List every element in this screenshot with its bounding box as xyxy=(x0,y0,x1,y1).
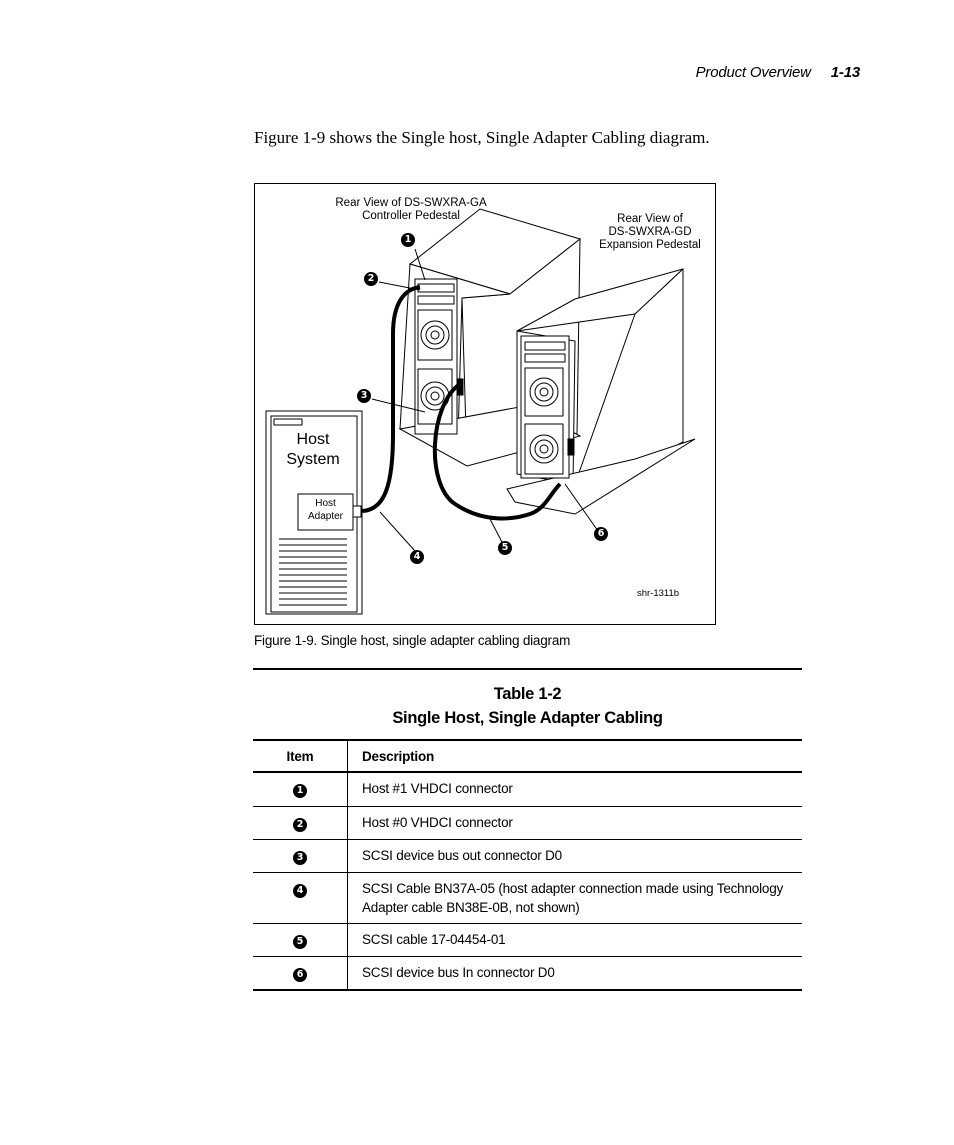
description-cell: SCSI device bus out connector D0 xyxy=(362,847,562,863)
item-cell: 2 xyxy=(253,806,348,839)
item-number-badge: 1 xyxy=(293,784,307,798)
item-number-badge: 4 xyxy=(293,883,307,898)
description-cell: SCSI Cable BN37A-05 (host adapter connec… xyxy=(362,880,784,915)
table-row: 2 Host #0 VHDCI connector xyxy=(253,806,802,839)
table-row: 5 SCSI cable 17-04454-01 xyxy=(253,923,802,956)
callout-5: 5 xyxy=(498,541,512,555)
intro-paragraph: Figure 1-9 shows the Single host, Single… xyxy=(254,128,710,147)
cabling-diagram: Rear View of DS-SWXRA-GA Controller Pede… xyxy=(254,183,716,625)
expansion-pedestal-label: Rear View of DS-SWXRA-GD Expansion Pedes… xyxy=(599,213,701,251)
header-page-number: 1-13 xyxy=(830,64,860,81)
table-header-row: Item Description xyxy=(253,740,802,772)
cabling-table: Item Description 1 Host #1 VHDCI connect… xyxy=(253,739,802,991)
callout-6: 6 xyxy=(594,527,608,541)
description-cell: Host #1 VHDCI connector xyxy=(362,781,513,796)
table-row: 3 SCSI device bus out connector D0 xyxy=(253,839,802,872)
item-cell: 1 xyxy=(253,772,348,806)
host-adapter-label: Host Adapter xyxy=(307,498,344,522)
description-cell: SCSI cable 17-04454-01 xyxy=(362,931,506,947)
table-row: 6 SCSI device bus In connector D0 xyxy=(253,956,802,990)
item-cell: 4 xyxy=(253,872,348,923)
item-number-badge: 6 xyxy=(293,967,307,982)
item-number-badge: 3 xyxy=(293,850,307,865)
item-cell: 5 xyxy=(253,923,348,956)
item-cell: 6 xyxy=(253,956,348,990)
item-number-badge: 2 xyxy=(293,817,307,832)
table-row: 1 Host #1 VHDCI connector xyxy=(253,772,802,806)
table-top-rule xyxy=(253,668,802,670)
item-number-badge: 5 xyxy=(293,934,307,949)
header-section-title: Product Overview xyxy=(695,64,811,81)
callout-2: 2 xyxy=(364,272,378,286)
description-cell: Host #0 VHDCI connector xyxy=(362,814,513,830)
callout-3: 3 xyxy=(357,389,371,403)
controller-pedestal-label: Rear View of DS-SWXRA-GA Controller Pede… xyxy=(335,197,487,222)
figure-caption: Figure 1-9. Single host, single adapter … xyxy=(254,633,571,648)
callout-4: 4 xyxy=(410,550,424,564)
table-row: 4 SCSI Cable BN37A-05 (host adapter conn… xyxy=(253,872,802,923)
column-header-item: Item xyxy=(253,740,348,772)
table-number: Table 1-2 xyxy=(493,685,562,703)
callout-1: 1 xyxy=(401,233,415,247)
running-header: Product Overview 1-13 xyxy=(695,64,861,81)
description-cell: SCSI device bus In connector D0 xyxy=(362,964,555,980)
item-cell: 3 xyxy=(253,839,348,872)
host-system-label: Host System xyxy=(286,431,340,468)
cabling-diagram-art xyxy=(265,208,696,615)
column-header-description: Description xyxy=(362,748,435,764)
figure-art-id: shr-1311b xyxy=(636,588,680,599)
table-caption: Single Host, Single Adapter Cabling xyxy=(392,709,663,727)
table-title: Table 1-2 Single Host, Single Adapter Ca… xyxy=(253,682,802,730)
